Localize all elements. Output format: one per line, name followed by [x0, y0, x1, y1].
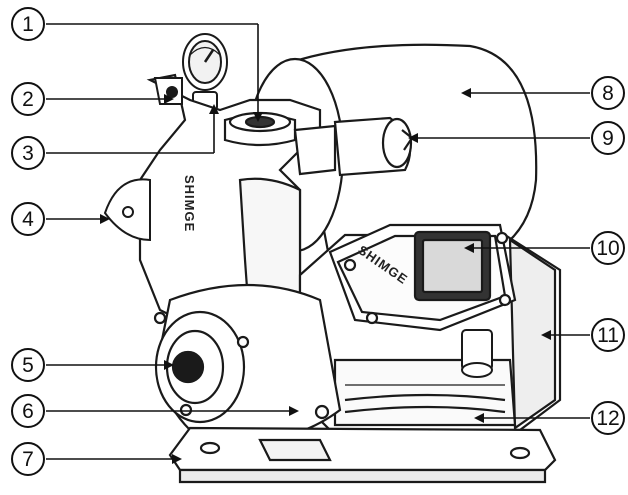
callout-circle [11, 394, 45, 428]
svg-text:SHIMGE: SHIMGE [182, 175, 197, 232]
callout-number: 2 [22, 88, 34, 111]
callout-arrowheads [100, 88, 551, 464]
callout-circle [591, 76, 625, 110]
callout-number: 6 [22, 400, 34, 423]
callout-circle [11, 7, 45, 41]
callout-number: 11 [597, 324, 619, 347]
base-plate [168, 426, 557, 484]
callout-number: 1 [22, 13, 34, 36]
callout-circle [11, 348, 45, 382]
fill-plug [153, 77, 183, 105]
callout-4: 4 [11, 202, 45, 236]
control-box [328, 223, 517, 332]
callout-number: 8 [602, 82, 614, 105]
callout-11: 11 [591, 318, 625, 352]
callout-3: 3 [11, 136, 45, 170]
callout-7: 7 [11, 442, 45, 476]
callout-circle [11, 82, 45, 116]
callout-number: 9 [602, 127, 614, 150]
callout-circle [11, 442, 45, 476]
mounting-bracket [103, 178, 151, 242]
callout-circle [591, 121, 625, 155]
callout-8: 8 [591, 76, 625, 110]
callout-6: 6 [11, 394, 45, 428]
callout-12: 12 [591, 401, 625, 435]
callout-5: 5 [11, 348, 45, 382]
callout-circle [591, 318, 625, 352]
callout-9: 9 [591, 121, 625, 155]
pump-volute [153, 283, 342, 442]
brand-label-casing: SHIMGE [182, 175, 197, 232]
callout-number: 3 [22, 142, 34, 165]
callout-number: 5 [22, 354, 34, 377]
callout-1: 1 [11, 7, 45, 41]
callout-10: 10 [591, 231, 625, 265]
callout-leaders [46, 23, 590, 460]
pressure-gauge [182, 33, 228, 111]
callout-number: 4 [22, 208, 34, 231]
callout-number: 10 [596, 237, 619, 260]
callout-number: 7 [22, 448, 34, 471]
outlet-connector [293, 116, 414, 177]
callout-number: 12 [596, 407, 619, 430]
callout-circle [11, 202, 45, 236]
callout-circle [591, 231, 625, 265]
cable-gland [461, 329, 493, 378]
callout-2: 2 [11, 82, 45, 116]
callout-circle [11, 136, 45, 170]
callout-circle [591, 401, 625, 435]
